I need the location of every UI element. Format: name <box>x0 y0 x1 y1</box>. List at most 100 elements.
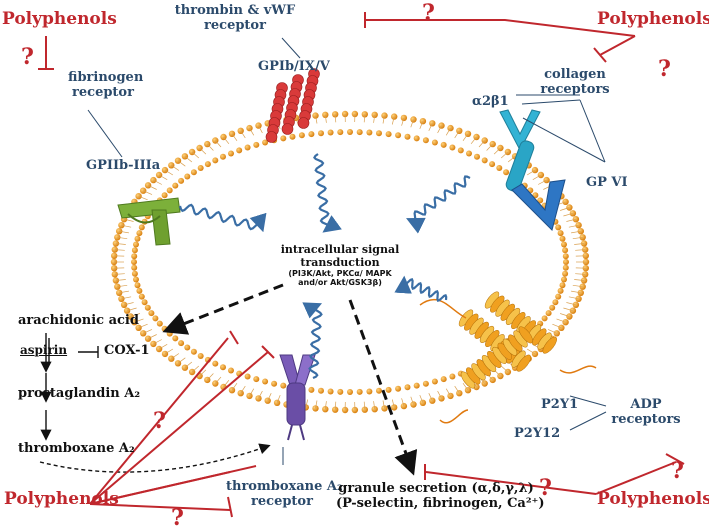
signal-squiggle <box>180 205 262 229</box>
secretion-line2: (P-selectin, fibrinogen, Ca²⁺) <box>336 497 536 512</box>
membrane-bead <box>432 140 438 146</box>
membrane-bead <box>562 247 568 253</box>
membrane-bead <box>366 389 372 395</box>
membrane-bead <box>555 294 561 300</box>
membrane-bead <box>228 368 234 374</box>
membrane-bead <box>245 145 251 151</box>
collagen-receptor-label: collagen receptors <box>530 68 620 98</box>
membrane-bead <box>366 130 372 136</box>
membrane-bead <box>172 335 178 341</box>
membrane-bead <box>178 340 184 346</box>
membrane-bead <box>133 242 139 248</box>
adp-desc-line2: receptors <box>606 413 686 428</box>
membrane-bead <box>423 137 429 143</box>
fibrinogen-receptor-label: fibrinogen receptor <box>68 71 138 101</box>
membrane-bead <box>299 132 305 138</box>
membrane-bead <box>357 129 363 135</box>
thromboxane-receptor-line1: thromboxane A₂ <box>226 480 338 495</box>
membrane-bead <box>132 247 138 253</box>
membrane-bead <box>172 183 178 189</box>
membrane-bead <box>337 129 343 135</box>
membrane-bead <box>145 305 151 311</box>
gpiib-iiia-receptor <box>118 198 180 245</box>
membrane-bead <box>563 253 569 259</box>
unknown-mark: ? <box>153 408 166 434</box>
thrombin-receptor-label: thrombin & vWF receptor <box>170 4 300 34</box>
membrane-bead <box>212 157 218 163</box>
membrane-bead <box>280 383 286 389</box>
membrane-bead <box>549 305 555 311</box>
membrane-bead <box>167 187 173 193</box>
membrane-bead <box>386 131 392 137</box>
membrane-bead <box>441 376 447 382</box>
granule-secretion-label: granule secretion (α,δ,γ,λ) (P-selectin,… <box>336 482 536 512</box>
signal-squiggle <box>310 305 322 378</box>
membrane-bead <box>449 145 455 151</box>
membrane-bead <box>139 224 145 230</box>
thromboxane-receptor-label: thromboxane A₂ receptor <box>226 480 338 510</box>
unknown-mark: ? <box>658 56 671 82</box>
membrane-bead <box>482 157 488 163</box>
membrane-bead <box>274 400 280 406</box>
membrane-bead <box>449 374 455 380</box>
adp-receptor-label: ADP receptors <box>606 398 686 428</box>
gpib-bead <box>298 118 309 129</box>
unknown-mark: ? <box>171 505 184 531</box>
signal-line1: intracellular signal <box>270 244 410 257</box>
membrane-bead <box>563 265 569 271</box>
membrane-bead <box>131 253 137 259</box>
membrane-bead <box>560 236 566 242</box>
membrane-bead <box>253 142 259 148</box>
membrane-bead <box>228 151 234 157</box>
membrane-bead <box>135 282 141 288</box>
membrane-bead <box>441 142 447 148</box>
membrane-bead <box>496 165 502 171</box>
membrane-bead <box>395 132 401 138</box>
membrane-bead <box>148 310 154 316</box>
membrane-bead <box>131 259 137 265</box>
membrane-bead <box>546 310 552 316</box>
membrane-bead <box>328 389 334 395</box>
membrane-bead <box>386 387 392 393</box>
membrane-bead <box>489 161 495 167</box>
membrane-bead <box>162 326 168 332</box>
membrane-bead <box>347 129 353 135</box>
membrane-bead <box>178 178 184 184</box>
unknown-mark: ? <box>671 458 684 484</box>
collagen-desc-line1: collagen <box>530 68 620 83</box>
arachidonic-acid-label: arachidonic acid <box>18 314 139 329</box>
membrane-bead <box>558 230 564 236</box>
membrane-bead <box>458 147 464 153</box>
membrane-bead <box>318 388 324 394</box>
alpha2beta1-label: α2β1 <box>472 95 509 110</box>
membrane-bead <box>212 361 218 367</box>
membrane-bead <box>152 315 158 321</box>
membrane-bead <box>133 277 139 283</box>
membrane-bead <box>414 383 420 389</box>
membrane-bead <box>328 130 334 136</box>
membrane-bead <box>135 236 141 242</box>
membrane-bead <box>414 135 420 141</box>
membrane-bead <box>376 130 382 136</box>
prostaglandin-label: prostaglandin A₂ <box>18 387 140 402</box>
polyphenols-label-bottom-left: Polyphenols <box>4 490 119 510</box>
polyphenols-label-top-right: Polyphenols <box>597 10 709 30</box>
membrane-bead <box>503 169 509 175</box>
p2y12-label: P2Y12 <box>514 427 560 442</box>
signal-line4: and/or Akt/GSK3β) <box>270 278 410 287</box>
membrane-bead <box>555 224 561 230</box>
thromboxane-receptor-line2: receptor <box>226 495 338 510</box>
membrane-bead <box>184 345 190 351</box>
collagen-desc-line2: receptors <box>530 83 620 98</box>
membrane-bead <box>563 259 569 265</box>
membrane-bead <box>552 299 558 305</box>
gpib-ix-v-label: GPIb/IX/V <box>258 60 330 75</box>
membrane-bead <box>466 151 472 157</box>
membrane-bead <box>205 161 211 167</box>
thrombin-desc-line2: receptor <box>170 19 300 34</box>
secretion-line1: granule secretion (α,δ,γ,λ) <box>336 482 536 497</box>
membrane-bead <box>142 299 148 305</box>
signal-line3: (PI3K/Akt, PKCα/ MAPK <box>270 269 410 278</box>
membrane-bead <box>357 389 363 395</box>
